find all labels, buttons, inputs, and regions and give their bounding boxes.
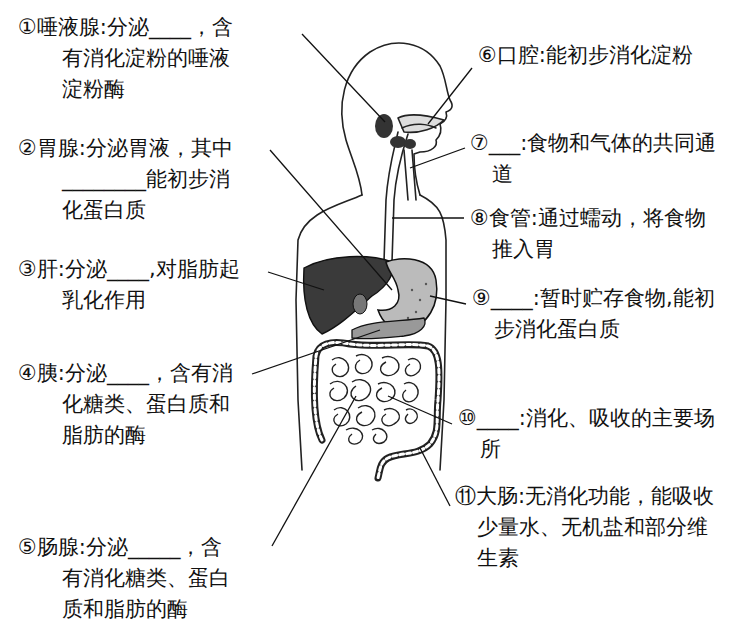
callout-label: ⑧食管:通过蠕动，将食物推入胃 bbox=[470, 203, 722, 265]
esophagus bbox=[392, 134, 408, 262]
gall-bladder bbox=[353, 294, 367, 314]
callout-label: ①唾液腺:分泌____，含有消化淀粉的唾液淀粉酶 bbox=[18, 12, 242, 105]
callout-label: ⑪大肠:无消化功能，能吸收少量水、无机盐和部分维生素 bbox=[455, 481, 722, 574]
trachea bbox=[404, 150, 416, 200]
head-outline bbox=[342, 43, 452, 195]
esophagus bbox=[384, 132, 398, 262]
torso-outline bbox=[420, 195, 446, 470]
oral-cavity bbox=[398, 115, 444, 132]
callout-label: ⑨____:暂时贮存食物,能初步消化蛋白质 bbox=[472, 283, 722, 345]
callout-label: ⑤肠腺:分泌_____，含有消化糖类、蛋白质和脂肪的酶 bbox=[18, 532, 242, 625]
callout-label: ⑥口腔:能初步消化淀粉 bbox=[478, 40, 722, 71]
callout-label: ⑩____:消化、吸收的主要场所 bbox=[458, 403, 722, 465]
callout-label: ②胃腺:分泌胃液，其中________能初步消化蛋白质 bbox=[18, 133, 242, 226]
tongue bbox=[402, 124, 436, 128]
salivary-gland bbox=[390, 136, 406, 148]
callout-label: ⑦___:食物和气体的共同通道 bbox=[470, 128, 722, 190]
callout-label: ③肝:分泌____,对脂肪起乳化作用 bbox=[18, 254, 242, 316]
callout-label: ④胰:分泌____，含有消化糖类、蛋白质和脂肪的酶 bbox=[18, 358, 242, 451]
salivary-gland bbox=[375, 114, 393, 138]
salivary-gland bbox=[404, 139, 416, 149]
leader-lines bbox=[252, 34, 472, 546]
small-intestine bbox=[330, 355, 421, 445]
